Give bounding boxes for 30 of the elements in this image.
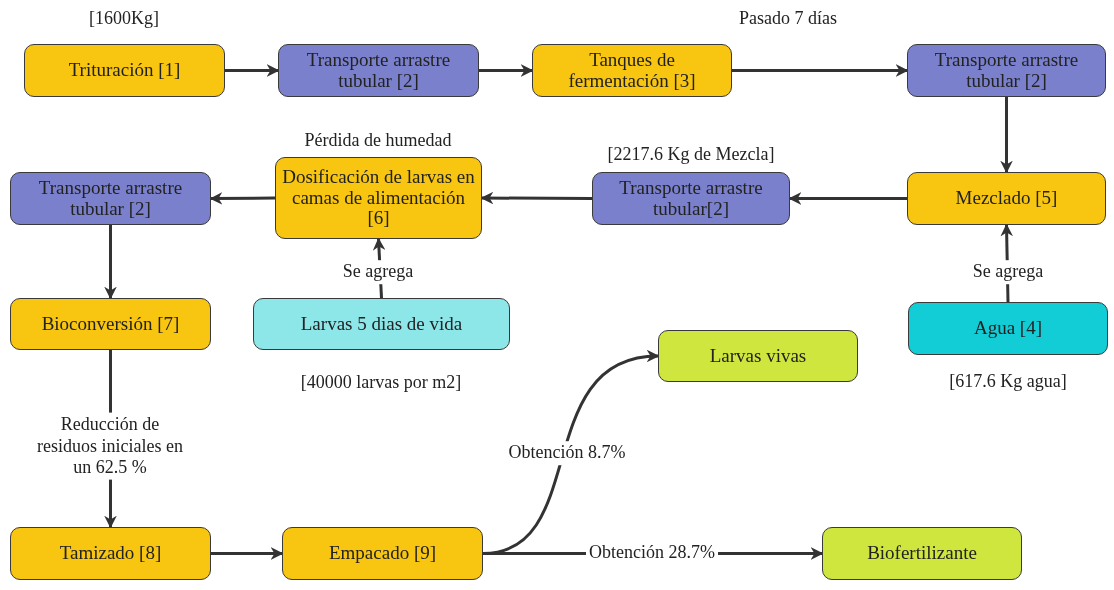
- arrow: [211, 547, 284, 560]
- process-box: Larvas vivas: [658, 330, 858, 382]
- process-box: Dosificación de larvas en camas de alimentación [6]: [275, 157, 482, 239]
- arrow: [104, 225, 117, 300]
- process-box: Tanques de fermentación [3]: [532, 44, 732, 97]
- annotation-text: [40000 larvas por m2]: [300, 371, 462, 393]
- process-box: Bioconversión [7]: [10, 298, 211, 350]
- arrow: [788, 192, 907, 205]
- annotation-text: [1600Kg]: [89, 7, 159, 29]
- process-box: Transporte arrastre tubular [2]: [907, 44, 1106, 97]
- process-box: Larvas 5 dias de vida: [253, 298, 510, 350]
- annotation-text: Pasado 7 días: [739, 7, 837, 29]
- process-box: Mezclado [5]: [907, 172, 1106, 225]
- arrow: [480, 191, 592, 205]
- annotation-text: [617.6 Kg agua]: [949, 370, 1067, 392]
- process-box: Transporte arrastre tubular [2]: [10, 172, 211, 225]
- process-box: Biofertilizante: [822, 527, 1022, 580]
- arrow: [225, 64, 280, 77]
- process-box: Transporte arrastre tubular[2]: [592, 172, 790, 225]
- annotation-text: Pérdida de humedad: [304, 129, 452, 151]
- process-box: Tamizado [8]: [10, 527, 211, 580]
- arrow: [1000, 97, 1013, 174]
- annotation-text: [2217.6 Kg de Mezcla]: [607, 143, 775, 165]
- process-box: Trituración [1]: [24, 44, 225, 97]
- process-box: Agua [4]: [908, 302, 1108, 355]
- arrow: [209, 192, 275, 205]
- arrow: [479, 64, 534, 77]
- process-box: Transporte arrastre tubular [2]: [278, 44, 479, 97]
- process-box: Empacado [9]: [282, 527, 483, 580]
- arrow: [732, 64, 909, 77]
